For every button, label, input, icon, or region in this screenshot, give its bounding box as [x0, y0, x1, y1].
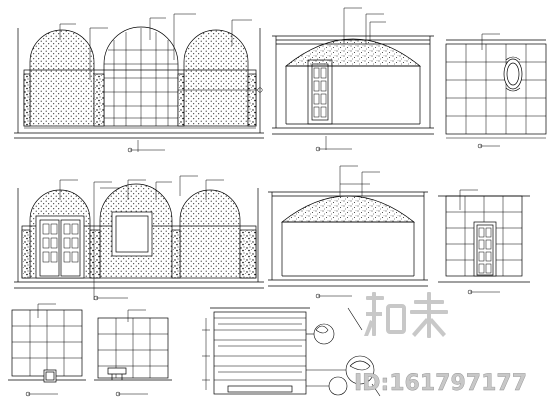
- tiled-wall-mirror-elevation-icon: [445, 33, 547, 149]
- tiled-wall-sink-elevation-icon: [8, 303, 86, 397]
- tiled-wall-door-elevation-icon: [438, 189, 530, 295]
- arched-wall-elevation-icon: [14, 13, 264, 153]
- watermark: ID:161797177: [354, 292, 527, 396]
- vaulted-wall-elevation-icon: [268, 165, 428, 299]
- vaulted-wall-door-elevation-icon: [272, 7, 434, 152]
- section-detail-icon: [202, 307, 381, 397]
- watermark-id: ID:161797177: [354, 371, 527, 396]
- arched-wall-double-door-elevation-icon: [14, 175, 264, 301]
- tiled-wall-fixture-elevation-icon: [94, 309, 172, 397]
- watermark-logo-icon: [364, 292, 448, 338]
